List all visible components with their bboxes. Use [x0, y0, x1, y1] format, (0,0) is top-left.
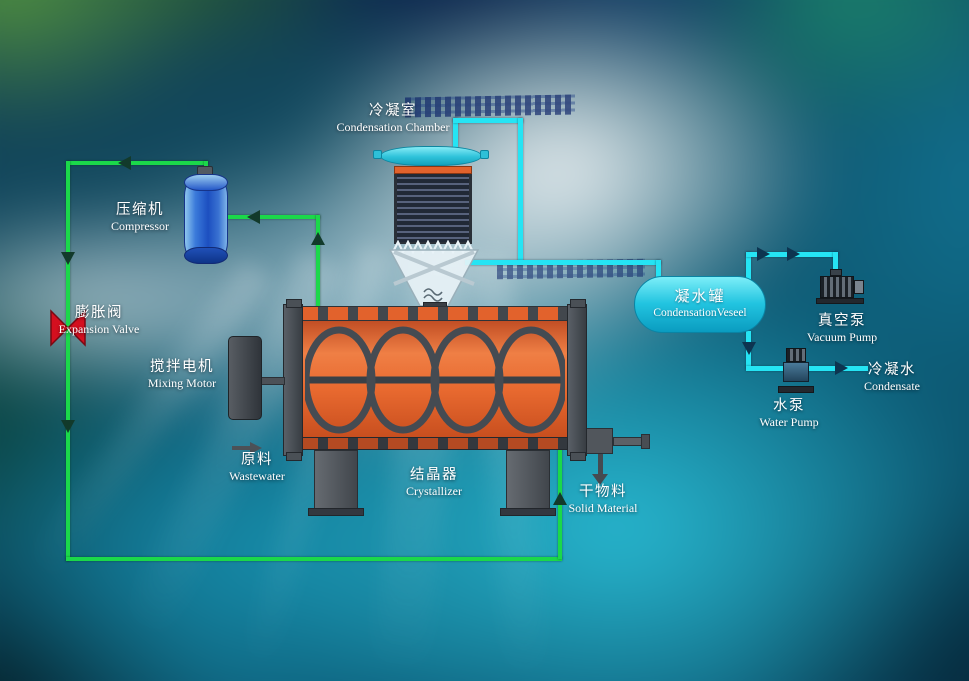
solid-material-arrow-icon: [592, 474, 608, 485]
condensation-chamber-lid: [380, 146, 482, 166]
crystallizer-endplate-right: [567, 299, 587, 461]
flow-arrow-up-icon: [553, 492, 567, 505]
mixing-motor: [228, 336, 262, 420]
vacuum-pump-icon: [816, 268, 870, 308]
wastewater-arrow-icon: [250, 442, 262, 454]
pipe-vacuum-up: [746, 252, 751, 282]
flow-arrow-left-icon: [118, 156, 131, 170]
pipe-condensate-to-pump: [746, 366, 798, 371]
crystallizer-foot: [500, 508, 556, 516]
discharge-housing: [585, 428, 613, 454]
crystallizer-leg: [314, 450, 358, 510]
label-mixing-motor: 搅拌电机 Mixing Motor: [147, 359, 217, 390]
lid-lug-icon: [373, 150, 382, 159]
flow-arrow-down-icon: [61, 420, 75, 433]
discharge-end: [641, 434, 650, 449]
vessel-label-en: CondensationVeseel: [653, 307, 747, 319]
pipe-vapor-drop: [518, 118, 523, 265]
compressor-bottom-cap: [184, 247, 228, 264]
flow-arrow-left-icon: [247, 210, 260, 224]
crystallizer-foot: [308, 508, 364, 516]
vacuum-pump-lug: [830, 269, 842, 276]
compressor-top-cap: [184, 174, 228, 191]
flow-arrow-right-icon: [757, 247, 770, 261]
flow-arrow-right-icon: [835, 361, 848, 375]
flow-arrow-down-icon: [742, 342, 756, 355]
pipe-vapor-to-vessel: [465, 260, 661, 265]
pipe-refrigerant-suction: [226, 215, 320, 219]
expansion-valve-icon: [50, 309, 86, 347]
pipe-vapor-top: [453, 118, 523, 123]
vacuum-pump-base: [816, 298, 864, 304]
condenser-fin-stack: [394, 167, 472, 244]
flow-arrow-down-icon: [61, 252, 75, 265]
water-pump-base: [778, 386, 814, 393]
agitator-shaft: [260, 377, 285, 385]
solid-material-line: [598, 452, 603, 475]
label-crystallizer: 结晶器 Crystallizer: [406, 467, 462, 498]
crystallizer-endplate-left: [283, 299, 303, 461]
crystallizer-leg: [506, 450, 550, 510]
water-pump-body: [783, 362, 809, 382]
flow-arrow-right-icon: [787, 247, 800, 261]
label-water-pump: 水泵 Water Pump: [759, 398, 819, 429]
pipe-refrigerant-bottom: [66, 557, 562, 561]
label-vacuum-pump: 真空泵 Vacuum Pump: [806, 313, 878, 344]
water-pump-motor: [786, 348, 806, 362]
crystallizer-top-flange: [297, 306, 573, 321]
water-pump-icon: [778, 348, 814, 394]
pipe-vapor-vessel-inlet: [656, 260, 661, 282]
label-condensation-chamber: 冷凝室 Condensation Chamber: [336, 103, 450, 134]
condensation-vessel: 凝水罐 CondensationVeseel: [634, 276, 766, 333]
label-wastewater: 原料 Wastewater: [229, 452, 285, 483]
condenser-fin-frame: [394, 166, 472, 174]
discharge-shaft: [613, 437, 643, 446]
label-condensate: 冷凝水 Condensate: [864, 362, 920, 393]
pipe-refrigerant-return: [316, 215, 320, 312]
chamber-cone: [388, 249, 480, 307]
vacuum-pump-body: [820, 276, 854, 298]
pipe-refrigerant-top: [68, 161, 208, 165]
label-solid-material: 干物料 Solid Material: [568, 484, 638, 515]
lid-lug-icon: [480, 150, 489, 159]
pipe-vacuum-drop: [833, 252, 838, 276]
label-expansion-valve: 膨胀阀 Expansion Valve: [58, 305, 140, 336]
label-compressor: 压缩机 Compressor: [111, 202, 169, 233]
vessel-label-zh: 凝水罐: [674, 289, 726, 305]
crystallizer: [283, 299, 587, 461]
vacuum-pump-cap: [854, 280, 864, 294]
crystallizer-bottom-flange: [297, 437, 573, 450]
wastewater-inlet-line: [232, 446, 250, 450]
spiral-agitator: [305, 326, 565, 434]
pipe-refrigerant-left: [66, 161, 70, 561]
pipe-vapor-chamber-up: [453, 118, 458, 152]
flow-arrow-up-icon: [311, 232, 325, 245]
